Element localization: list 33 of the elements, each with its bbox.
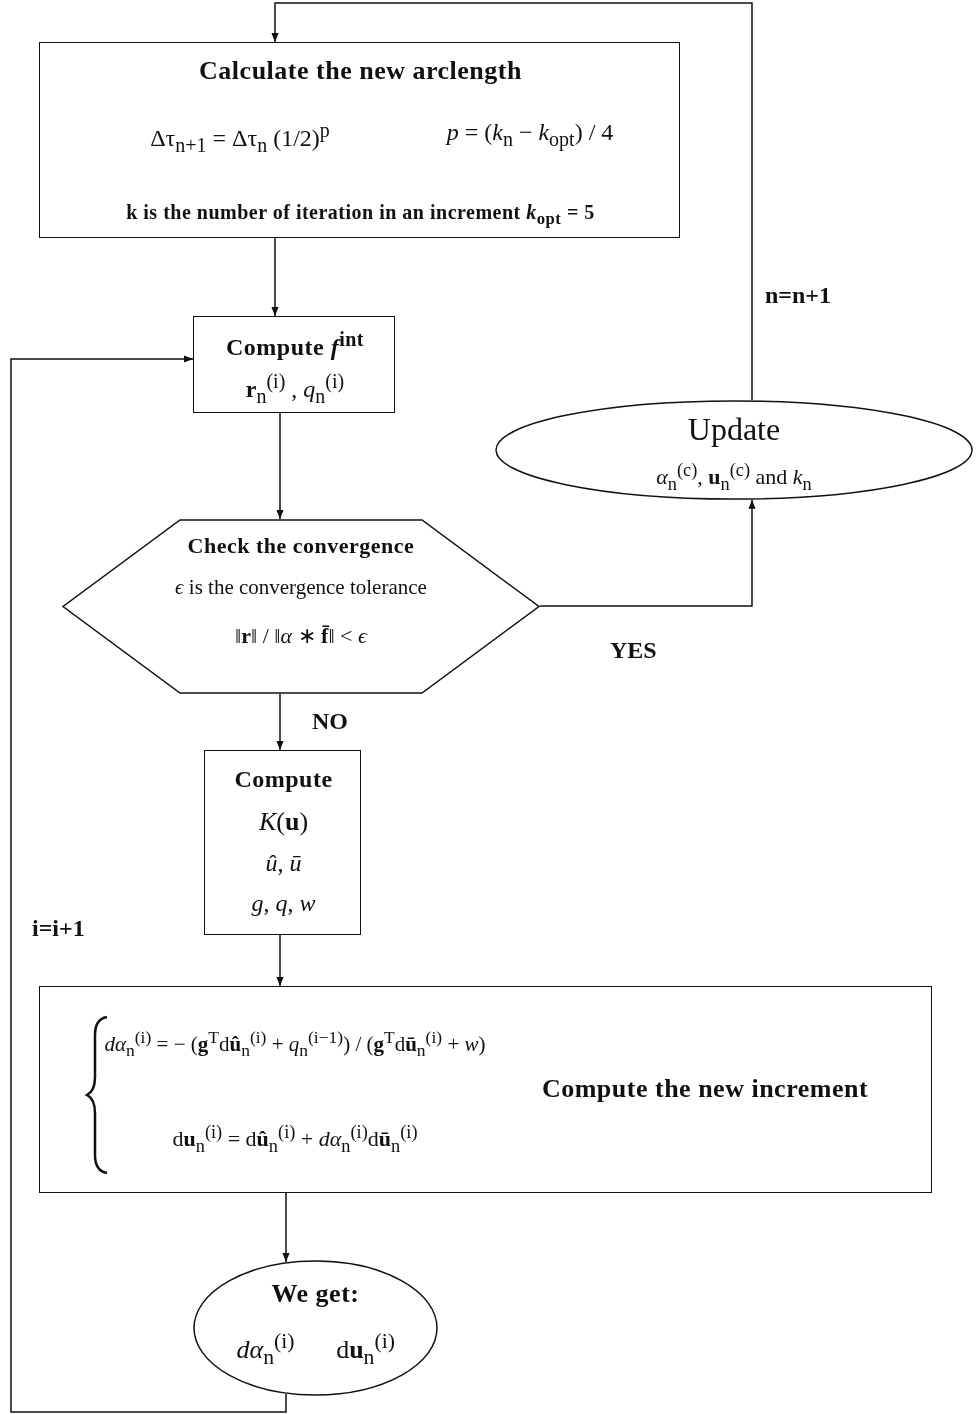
arrow <box>276 934 284 987</box>
heading-text: k is the number of iteration in an increment k$_{opt}$ = 5 <box>125 200 596 229</box>
process-box <box>39 986 932 1193</box>
arrow <box>539 499 756 607</box>
arrow <box>271 2 753 401</box>
process-box <box>204 750 361 935</box>
arrow <box>276 693 284 751</box>
arrow <box>282 1192 290 1263</box>
formula-text: û, ū <box>264 849 303 878</box>
edge-label: n=n+1 <box>765 282 832 309</box>
formula-text: K(u) <box>257 806 310 838</box>
arrow <box>10 355 287 1413</box>
edge-label: NO <box>312 708 348 735</box>
heading-text: Compute <box>233 765 334 794</box>
edge-label: YES <box>610 637 657 664</box>
heading-text: Calculate the new arclength <box>198 55 523 87</box>
heading-text: Check the convergence <box>186 533 416 560</box>
formula-text: α$_{n}$$^{(c)}$, u$_{n}$$^{(c)}$ and k$_{n}$ <box>655 460 813 496</box>
formula-text: Update <box>686 410 782 449</box>
process-box <box>193 316 395 413</box>
arrow <box>271 237 279 317</box>
formula-text: ‖r‖ / ‖α ∗ f̄‖ < ϵ <box>234 623 369 650</box>
heading-text: Compute f$^{int}$ <box>225 327 365 362</box>
formula-text: p = (k$_{n}$ − k$_{opt}$) / 4 <box>444 118 615 151</box>
arrow <box>276 412 284 520</box>
formula-text: g, q, w <box>250 889 317 918</box>
heading-text: We get: <box>270 1278 361 1310</box>
formula-text: dα$_{n}$$^{(i)}$ = − (g$^{T}$dû$_{n}$$^{(i)}$ + q$_{n}$$^{(i−1)}$) / (g$^{T}$dū$_{n}$$^{(i)}$ + w) <box>103 1027 487 1062</box>
edge-label: i=i+1 <box>32 915 85 942</box>
heading-text: Compute the new increment <box>540 1073 870 1105</box>
formula-text: Δτ$_{n+1}$ = Δτ$_{n}$ (1/2)$^{p}$ <box>149 118 331 157</box>
formula-text: ϵ is the convergence tolerance <box>174 575 428 601</box>
process-box <box>39 42 680 238</box>
